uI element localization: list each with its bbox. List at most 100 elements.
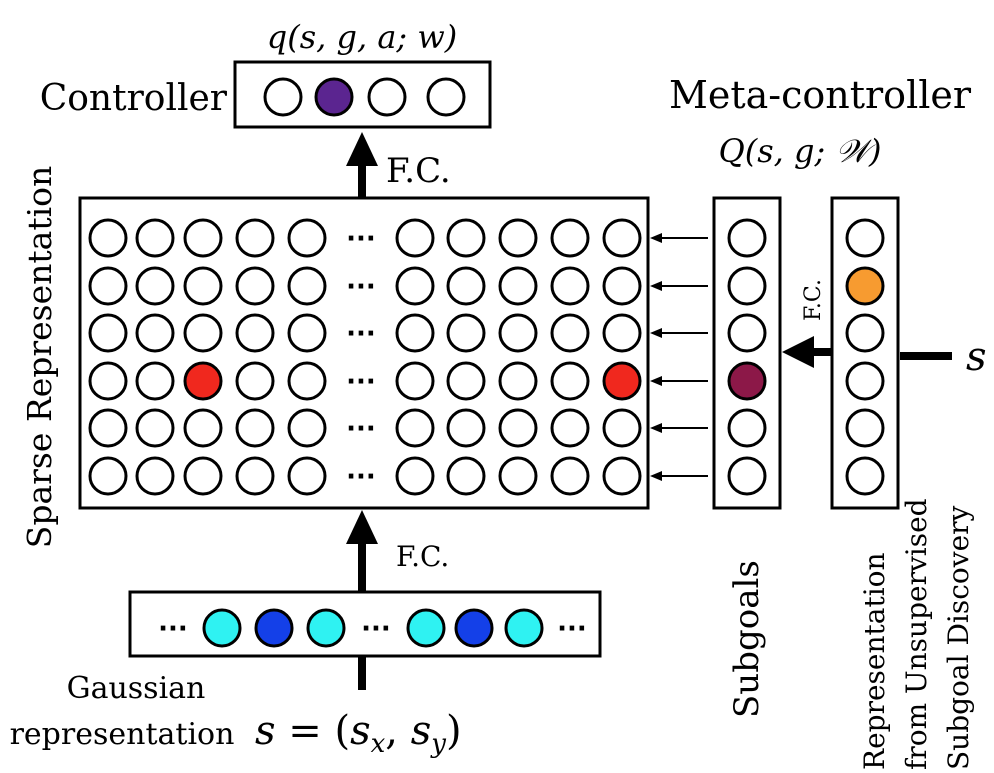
sparse-unit	[446, 218, 486, 258]
sparse-unit	[498, 313, 538, 353]
sparse-unit	[235, 456, 275, 496]
gaussian-unit	[254, 608, 294, 648]
sparse-unit	[446, 361, 486, 401]
gaussian-formula-close: )	[446, 708, 462, 754]
arrow-to-controller-head	[346, 132, 378, 166]
sparse-unit	[550, 361, 590, 401]
sparse-unit	[602, 408, 642, 448]
gaussian-units: ··· ··· ···	[158, 608, 587, 648]
sparse-unit	[550, 266, 590, 306]
gaussian-formula-x-sub: x	[371, 729, 386, 759]
gaussian-unit	[306, 608, 346, 648]
sparse-unit	[235, 408, 275, 448]
controller-formula: q(s, g, a; w)	[267, 18, 457, 56]
sparse-unit	[602, 361, 642, 401]
sparse-unit	[550, 408, 590, 448]
sparse-unit	[446, 408, 486, 448]
gaussian-unit	[454, 608, 494, 648]
fc-side-label: F.C.	[801, 279, 826, 321]
sparse-unit	[135, 456, 175, 496]
sparse-unit	[135, 266, 175, 306]
subgoal-units	[727, 218, 767, 496]
sparse-ellipsis: ···	[346, 367, 376, 397]
sparse-unit	[287, 456, 327, 496]
sparse-unit	[183, 266, 223, 306]
subgoal-unit	[727, 266, 767, 306]
gaussian-formula-sy: s	[411, 708, 432, 754]
sparse-unit	[287, 313, 327, 353]
subgoal-unit	[727, 218, 767, 258]
sparse-unit	[287, 266, 327, 306]
gaussian-formula-y-sub: y	[430, 729, 446, 759]
meta-controller-formula: Q(s, g; 𝒲)	[719, 132, 882, 170]
subgoal-unit	[727, 408, 767, 448]
fc-bottom-label: F.C.	[396, 540, 449, 573]
gaussian-ellipsis-right: ···	[557, 614, 587, 644]
discovery-unit	[845, 361, 885, 401]
subgoal-arrow-head	[650, 233, 662, 243]
controller-unit	[367, 77, 407, 117]
subgoal-arrow-head	[650, 471, 662, 481]
sparse-unit	[498, 408, 538, 448]
sparse-ellipsis: ···	[346, 462, 376, 492]
sparse-unit	[88, 408, 128, 448]
sparse-unit	[88, 218, 128, 258]
subgoal-to-sparse-arrows	[650, 233, 708, 481]
discovery-label: Representation from Unsupervised Subgoal…	[858, 498, 975, 770]
controller-unit	[314, 77, 354, 117]
sparse-unit	[498, 266, 538, 306]
gaussian-formula-comma: ,	[385, 708, 410, 754]
sparse-unit	[446, 313, 486, 353]
controller-label: Controller	[40, 78, 228, 119]
subgoal-arrow-head	[650, 328, 662, 338]
subgoal-unit	[727, 456, 767, 496]
sparse-unit	[550, 456, 590, 496]
gaussian-unit	[202, 608, 242, 648]
sparse-unit	[498, 218, 538, 258]
sparse-unit	[395, 266, 435, 306]
sparse-unit	[235, 361, 275, 401]
discovery-unit	[845, 266, 885, 306]
sparse-unit	[235, 218, 275, 258]
sparse-unit	[88, 361, 128, 401]
gaussian-label-line1: Gaussian	[67, 671, 206, 706]
sparse-unit	[446, 456, 486, 496]
sparse-unit	[183, 361, 223, 401]
gaussian-formula-s: s	[255, 708, 276, 754]
sparse-unit	[287, 218, 327, 258]
arrow-to-subgoals-head	[782, 336, 814, 368]
arrow-to-sparse-head	[346, 510, 378, 544]
discovery-label-line2: from Unsupervised	[900, 498, 933, 770]
sparse-unit	[602, 218, 642, 258]
sparse-unit	[88, 266, 128, 306]
controller-units	[263, 77, 466, 117]
subgoal-arrow-head	[650, 281, 662, 291]
sparse-unit	[395, 408, 435, 448]
discovery-unit	[845, 408, 885, 448]
fc-top-label: F.C.	[386, 151, 451, 191]
sparse-grid: ··················	[88, 218, 642, 496]
gaussian-ellipsis-middle: ···	[361, 614, 391, 644]
discovery-unit	[845, 218, 885, 258]
gaussian-formula-eq: = (	[276, 708, 351, 754]
sparse-unit	[183, 218, 223, 258]
sparse-unit	[550, 313, 590, 353]
sparse-unit	[235, 313, 275, 353]
gaussian-label-line2: representation	[10, 717, 235, 752]
sparse-unit	[135, 218, 175, 258]
sparse-unit	[135, 361, 175, 401]
gaussian-ellipsis-left: ···	[158, 614, 188, 644]
gaussian-formula: s = (sx, sy)	[255, 708, 462, 759]
sparse-unit	[395, 361, 435, 401]
subgoal-arrow-head	[650, 423, 662, 433]
gaussian-unit	[504, 608, 544, 648]
sparse-unit	[395, 218, 435, 258]
discovery-units	[845, 218, 885, 496]
sparse-unit	[550, 218, 590, 258]
sparse-ellipsis: ···	[346, 414, 376, 444]
sparse-unit	[498, 456, 538, 496]
sparse-unit	[183, 408, 223, 448]
subgoal-unit	[727, 313, 767, 353]
sparse-unit	[88, 313, 128, 353]
controller-unit	[263, 77, 303, 117]
